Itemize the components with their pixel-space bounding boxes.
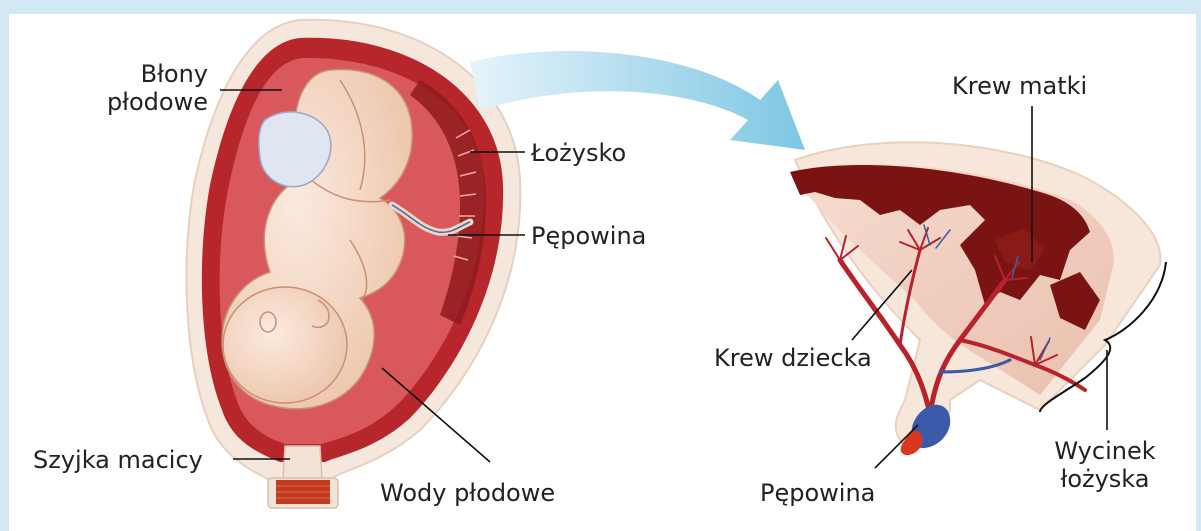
label-pepowina-right: Pępowina: [760, 479, 875, 507]
label-wody-plodowe: Wody płodowe: [380, 479, 555, 507]
label-krew-matki: Krew matki: [952, 72, 1087, 100]
label-krew-dziecka: Krew dziecka: [714, 344, 872, 372]
label-blony-plodowe: Błony płodowe: [88, 60, 208, 116]
label-pepowina-left: Pępowina: [531, 222, 646, 250]
label-blony-line1: Błony: [88, 60, 208, 88]
zoom-arrow: [470, 51, 805, 150]
placenta-section: [790, 142, 1160, 455]
label-szyjka-macicy: Szyjka macicy: [33, 446, 203, 474]
label-wycinek-line2: łożyska: [1035, 465, 1175, 493]
label-wycinek-lozyska: Wycinek łożyska: [1035, 437, 1175, 493]
uterus-drawing: [186, 20, 520, 508]
label-blony-line2: płodowe: [88, 88, 208, 116]
label-lozysko: Łożysko: [531, 139, 626, 167]
label-wycinek-line1: Wycinek: [1035, 437, 1175, 465]
cervix: [283, 446, 322, 480]
